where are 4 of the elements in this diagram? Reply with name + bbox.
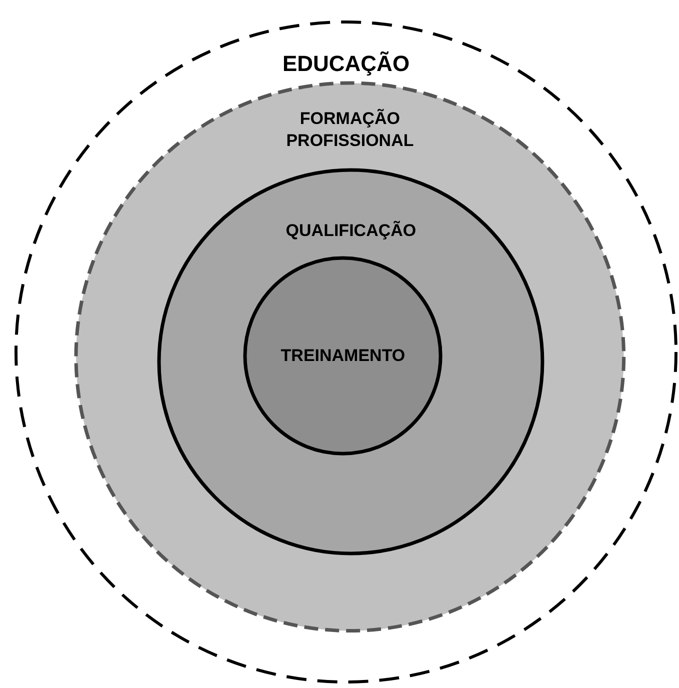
circle-label: QUALIFICAÇÃO xyxy=(284,220,418,242)
circle-label: TREINAMENTO xyxy=(280,345,406,368)
circle-label: FORMAÇÃO PROFISSIONAL xyxy=(285,108,415,152)
circle-label: EDUCAÇÃO xyxy=(281,50,411,78)
